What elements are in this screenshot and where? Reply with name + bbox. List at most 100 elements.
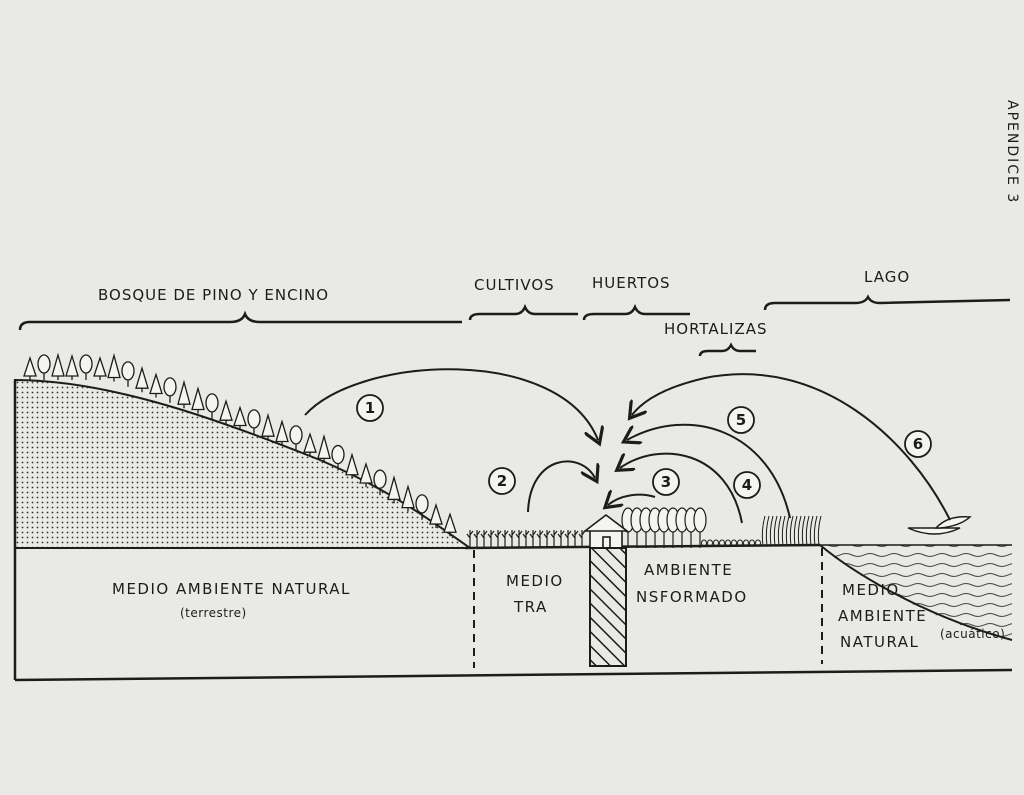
oak-tree-icon bbox=[79, 354, 93, 374]
flow-number-circle bbox=[733, 471, 761, 499]
zone-label-huertos: HUERTOS bbox=[592, 274, 671, 292]
label-transformed-a2: TRA bbox=[514, 598, 548, 616]
crop-plant bbox=[522, 530, 530, 548]
pine-tree-icon bbox=[51, 352, 65, 380]
flow-arrows bbox=[304, 368, 951, 524]
lake-bed bbox=[819, 544, 1013, 641]
vegetable-plant bbox=[725, 539, 731, 547]
crop-plant bbox=[473, 530, 481, 548]
reed-plant bbox=[801, 515, 806, 547]
vegetable-plant bbox=[719, 539, 725, 547]
crop-plant bbox=[501, 530, 509, 548]
oak-tree-icon bbox=[373, 469, 387, 489]
vegetable-plant bbox=[749, 539, 755, 547]
reed-plant bbox=[809, 515, 814, 547]
crop-plant bbox=[466, 530, 474, 548]
orchard-tree-icon bbox=[693, 507, 707, 533]
house-icon bbox=[582, 513, 630, 549]
oak-tree-icon bbox=[331, 444, 345, 465]
pine-tree-icon bbox=[65, 353, 79, 380]
pine-tree-icon bbox=[345, 452, 359, 479]
label-natural-land: MEDIO AMBIENTE NATURAL bbox=[112, 580, 351, 598]
oak-tree-icon bbox=[37, 354, 51, 374]
reed-plant bbox=[785, 515, 790, 547]
flow-number-4: 4 bbox=[742, 476, 752, 494]
label-natural-land-sub: (terrestre) bbox=[180, 606, 247, 620]
forest-hill bbox=[14, 378, 474, 549]
crop-plant bbox=[543, 530, 551, 548]
reed-plant bbox=[777, 515, 782, 547]
crop-plant bbox=[564, 530, 572, 548]
flow-number-circle bbox=[356, 394, 384, 422]
pine-tree-icon bbox=[317, 433, 331, 463]
vegetable-rows bbox=[701, 539, 761, 547]
crop-plant bbox=[578, 530, 586, 548]
vegetable-plant bbox=[701, 539, 707, 547]
vegetable-plant bbox=[707, 539, 713, 547]
pine-tree-icon bbox=[177, 379, 191, 409]
reed-plant bbox=[773, 515, 778, 547]
pine-tree-icon bbox=[387, 474, 401, 504]
crop-rows bbox=[466, 530, 586, 548]
vegetable-plant bbox=[713, 539, 719, 547]
pine-tree-icon bbox=[191, 386, 205, 414]
reed-plant bbox=[813, 515, 818, 547]
crop-plant bbox=[529, 530, 537, 548]
crop-plant bbox=[487, 530, 495, 548]
reed-plant bbox=[805, 515, 810, 547]
reed-plant bbox=[789, 515, 794, 547]
pine-tree-icon bbox=[303, 432, 317, 457]
label-natural-water1: MEDIO bbox=[842, 581, 900, 599]
zone-label-bosque: BOSQUE DE PINO Y ENCINO bbox=[98, 286, 330, 304]
lake-reeds bbox=[761, 515, 822, 547]
orchard-trees bbox=[621, 507, 707, 548]
crop-plant bbox=[515, 530, 523, 548]
crop-plant bbox=[480, 530, 488, 548]
oak-tree-icon bbox=[121, 361, 135, 381]
vegetable-plant bbox=[737, 539, 743, 547]
crop-plant bbox=[557, 530, 565, 548]
pine-tree-icon bbox=[443, 512, 457, 537]
pine-tree-icon bbox=[275, 419, 289, 446]
flow-number-6: 6 bbox=[913, 435, 923, 453]
pine-tree-icon bbox=[401, 484, 415, 512]
vegetable-plant bbox=[743, 539, 749, 547]
zone-label-hortalizas: HORTALIZAS bbox=[664, 320, 768, 338]
pine-tree-icon bbox=[359, 461, 373, 487]
pine-tree-icon bbox=[219, 399, 233, 425]
pine-tree-icon bbox=[93, 355, 107, 380]
zone-label-cultivos: CULTIVOS bbox=[474, 276, 555, 294]
label-natural-water3: NATURAL bbox=[840, 633, 920, 651]
pine-tree-icon bbox=[429, 502, 443, 529]
oak-tree-icon bbox=[163, 377, 177, 397]
label-natural-water-sub: (acuático) bbox=[940, 627, 1006, 641]
pine-tree-icon bbox=[135, 365, 149, 393]
crop-plant bbox=[550, 530, 558, 548]
crop-plant bbox=[508, 530, 516, 548]
flow-number-circle bbox=[488, 467, 516, 495]
flow-number-circle bbox=[652, 468, 680, 496]
label-natural-water2: AMBIENTE bbox=[838, 607, 928, 625]
pine-tree-icon bbox=[23, 355, 37, 380]
reed-plant bbox=[817, 515, 822, 547]
reed-plant bbox=[761, 515, 766, 547]
boat-icon bbox=[907, 515, 972, 535]
base-frame bbox=[13, 380, 1013, 682]
zone-label-lago: LAGO bbox=[864, 268, 911, 286]
hatched-column bbox=[589, 547, 627, 667]
label-transformed-b1: AMBIENTE bbox=[644, 561, 734, 579]
vegetable-plant bbox=[755, 539, 761, 547]
oak-tree-icon bbox=[247, 409, 261, 429]
zone-braces bbox=[18, 294, 1011, 357]
label-transformed-a1: MEDIO bbox=[506, 572, 564, 590]
reed-plant bbox=[765, 515, 770, 547]
flow-number-2: 2 bbox=[497, 472, 507, 490]
pine-tree-icon bbox=[107, 353, 121, 382]
pine-tree-icon bbox=[233, 405, 247, 430]
flow-number-5: 5 bbox=[736, 411, 746, 429]
flow-number-1: 1 bbox=[365, 399, 375, 417]
crop-plant bbox=[536, 530, 544, 548]
